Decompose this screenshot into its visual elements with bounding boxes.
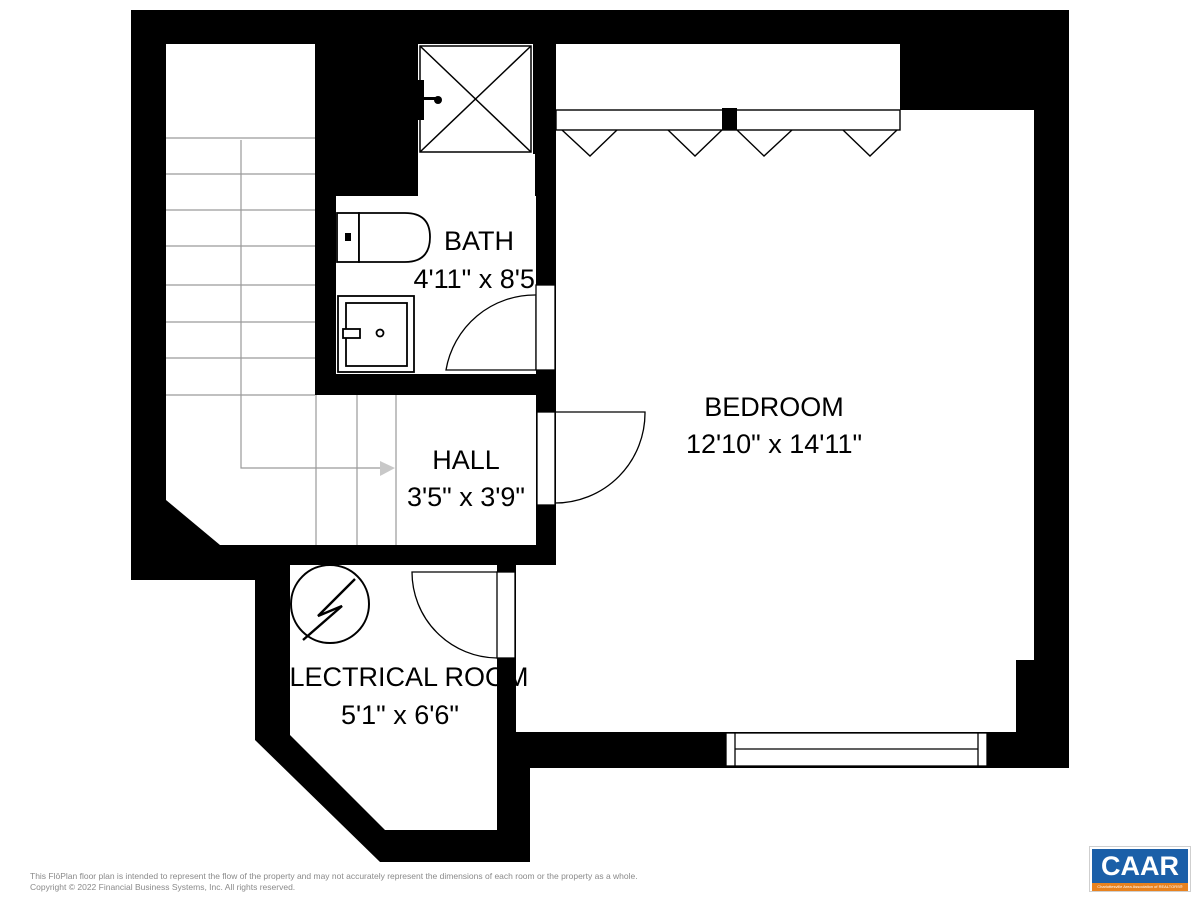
electrical-name: ELECTRICAL ROOM <box>271 662 528 692</box>
shower-fixture <box>419 45 532 153</box>
bath-door <box>445 284 556 371</box>
bedroom-door <box>536 411 646 506</box>
hall-name: HALL <box>432 445 500 475</box>
toilet-icon <box>336 212 431 263</box>
electrical-door <box>411 571 516 659</box>
hall-size: 3'5" x 3'9" <box>407 482 525 512</box>
bedroom-size: 12'10" x 14'11" <box>686 429 862 459</box>
stairs <box>166 137 397 545</box>
bath-floor-upper <box>418 154 535 199</box>
closet-doors <box>555 108 901 157</box>
logo-tagline: Charlottesville Area Association of REAL… <box>1092 883 1188 891</box>
logo-text: CAAR <box>1092 849 1188 883</box>
bath-name: BATH <box>444 226 514 256</box>
disclaimer-line-2: Copyright © 2022 Financial Business Syst… <box>30 882 296 892</box>
electrical-size: 5'1" x 6'6" <box>341 700 459 730</box>
room-interiors <box>166 44 1034 830</box>
shower-head-icon <box>418 80 442 120</box>
disclaimer-line-1: This FlōPlan floor plan is intended to r… <box>30 871 638 881</box>
bath-size: 4'11" x 8'5" <box>413 264 544 294</box>
bedroom-closet <box>556 44 900 110</box>
bedroom-name: BEDROOM <box>704 392 844 422</box>
bedroom-main <box>516 130 1034 732</box>
hall-floor <box>395 395 536 545</box>
disclaimer: This FlōPlan floor plan is intended to r… <box>30 871 638 893</box>
sink-icon <box>337 295 415 373</box>
caar-logo: CAAR Charlottesville Area Association of… <box>1089 846 1191 892</box>
room-labels: BATH 4'11" x 8'5" BEDROOM 12'10" x 14'11… <box>271 226 862 730</box>
bedroom-window <box>725 732 988 767</box>
arrow-right-icon <box>380 461 395 476</box>
lightning-bolt-icon <box>290 564 370 644</box>
